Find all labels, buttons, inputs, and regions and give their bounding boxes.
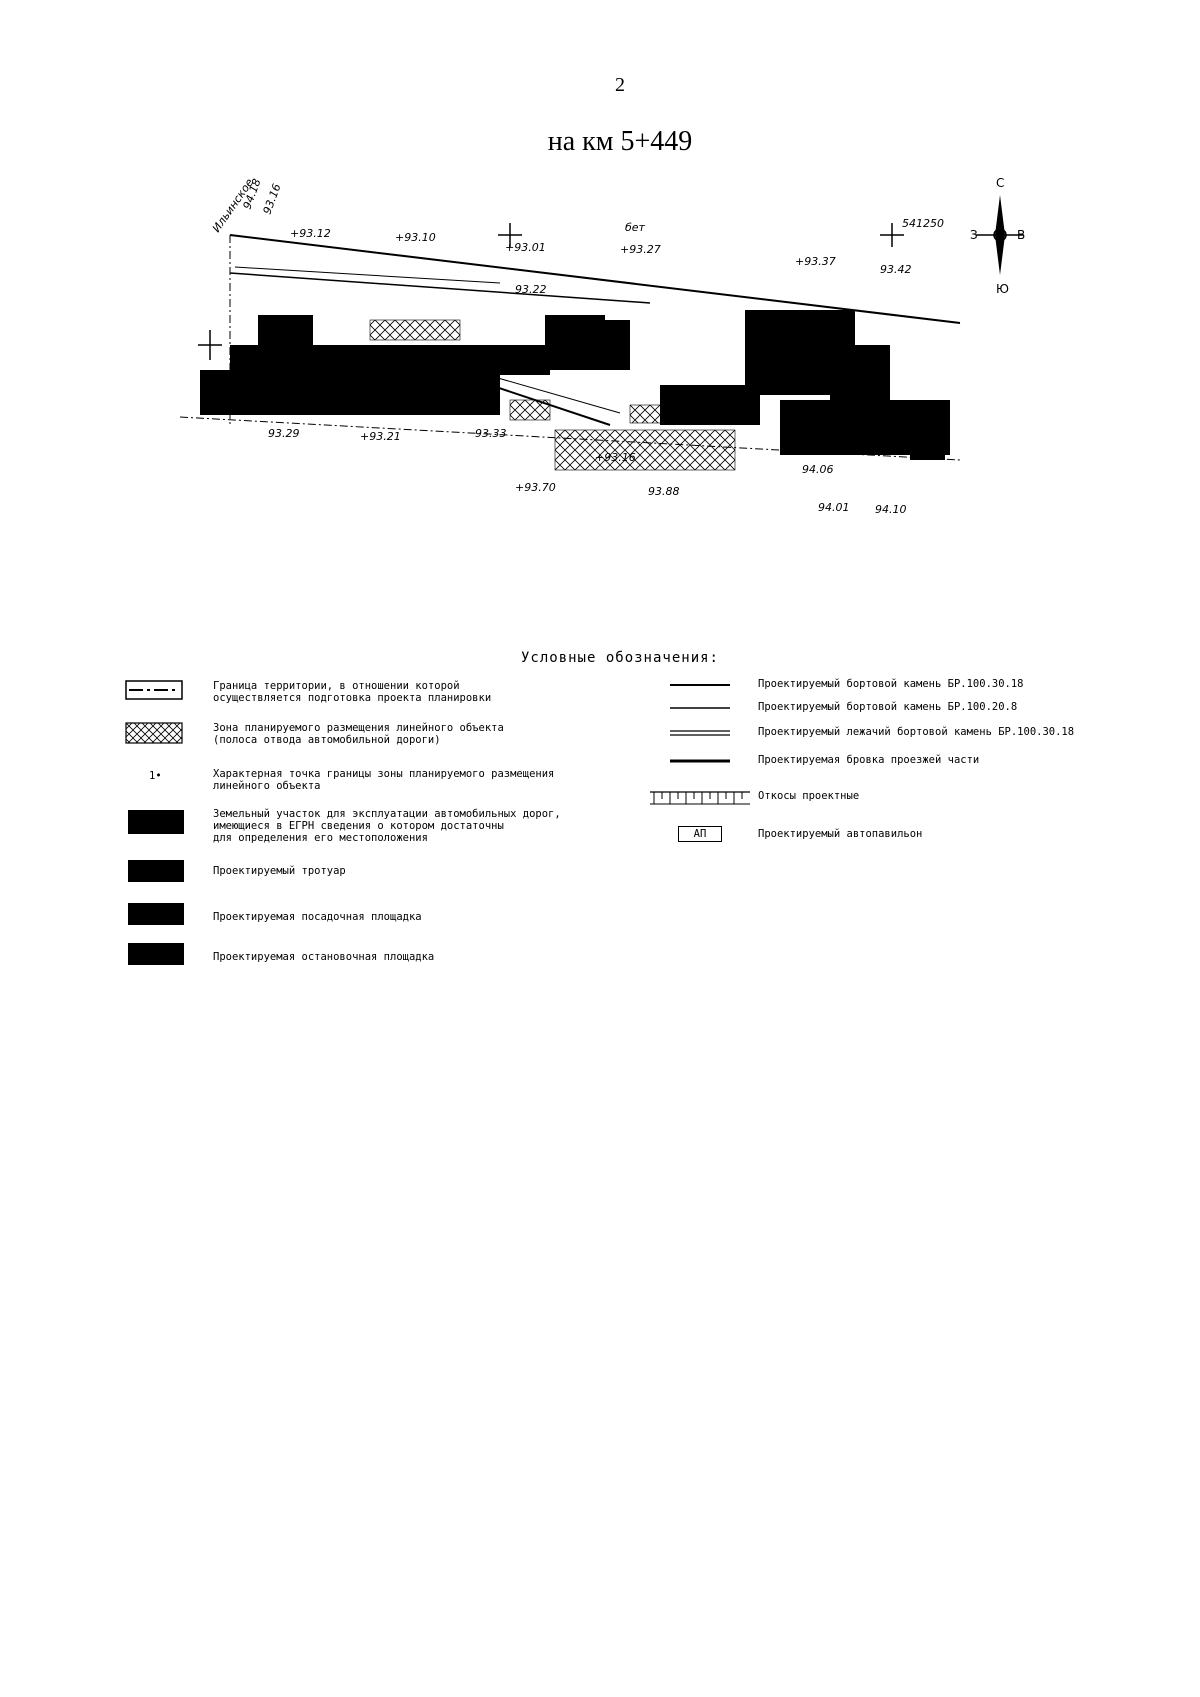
bus-stop-platform-icon (128, 943, 184, 965)
legend-label: Характерная точка границы зоны планируем… (213, 768, 555, 792)
legend-label: Проектируемый автопавильон (758, 828, 923, 840)
coordinate-label: 541250 (902, 217, 944, 230)
legend-title: Условные обозначения: (520, 650, 719, 666)
elevation-label: 94.06 (802, 463, 834, 476)
elevation-label: 93.16 (261, 182, 284, 216)
north-arrow-icon: С Ю З В (970, 176, 1025, 296)
legend-label: Откосы проектные (758, 790, 860, 802)
compass-north: С (996, 176, 1004, 190)
compass-west: З (970, 228, 978, 242)
elevation-label: +93.27 (620, 243, 661, 256)
site-plan-map: Ильинское +93.12 +93.10 +93.01 +93.27 +9… (170, 175, 1130, 570)
elevation-label: +93.01 (505, 241, 546, 254)
grid-crosses (198, 223, 904, 360)
compass-south: Ю (996, 282, 1009, 296)
roadway-edge-icon (670, 759, 730, 763)
legend-label: Земельный участок для эксплуатации автом… (213, 808, 561, 844)
hatched-zone (369, 319, 736, 471)
elevation-label: 93.42 (880, 263, 912, 276)
curb-line-icon (670, 684, 730, 686)
legend-label: Проектируемый бортовой камень БР.100.20.… (758, 701, 1018, 713)
elevation-label: 94.10 (875, 503, 907, 516)
legend-label: Проектируемый тротуар (213, 865, 346, 877)
landing-platform-icon (128, 903, 184, 925)
sidewalk-icon (128, 860, 184, 882)
legend-label: Граница территории, в отношении которой … (213, 680, 492, 704)
elevation-label: 93.22 (515, 283, 547, 296)
legend-label: Проектируемый бортовой камень БР.100.30.… (758, 678, 1024, 690)
material-label: бет (625, 221, 646, 234)
elevation-label: 93.29 (268, 427, 300, 440)
elevation-label: +93.10 (395, 231, 436, 244)
curb-double-line-icon (670, 730, 730, 736)
legend-label: Проектируемая остановочная площадка (213, 951, 435, 963)
page-number: 2 (615, 74, 625, 96)
elevation-label: 94.01 (818, 501, 850, 514)
elevation-label: +93.21 (360, 430, 401, 443)
land-plot-icon (128, 810, 184, 834)
elevation-label: +93.16 (595, 451, 636, 464)
legend-label: Проектируемый лежачий бортовой камень БР… (758, 726, 1075, 738)
curb-line-thin-icon (670, 707, 730, 709)
elevation-label: +93.12 (290, 227, 331, 240)
legend-label: Зона планируемого размещения линейного о… (213, 722, 504, 746)
elevation-label: +93.37 (795, 255, 836, 268)
compass-east: В (1017, 228, 1025, 242)
elevation-label: 93.33 (475, 427, 507, 440)
elevation-label: 93.88 (648, 485, 680, 498)
legend-label: Проектируемая посадочная площадка (213, 911, 422, 923)
slopes-icon (650, 791, 750, 805)
elevation-label: +93.70 (515, 481, 556, 494)
bus-shelter-icon: АП (678, 826, 722, 842)
boundary-point-icon: 1• (149, 770, 162, 782)
page-title: на км 5+449 (547, 126, 693, 157)
land-plots (200, 310, 950, 460)
legend-label: Проектируемая бровка проезжей части (758, 754, 980, 766)
boundary-dash-dot-icon (125, 680, 183, 700)
site-plan-drawing: Ильинское +93.12 +93.10 +93.01 +93.27 +9… (179, 176, 1025, 516)
hatched-zone-icon (125, 722, 183, 744)
